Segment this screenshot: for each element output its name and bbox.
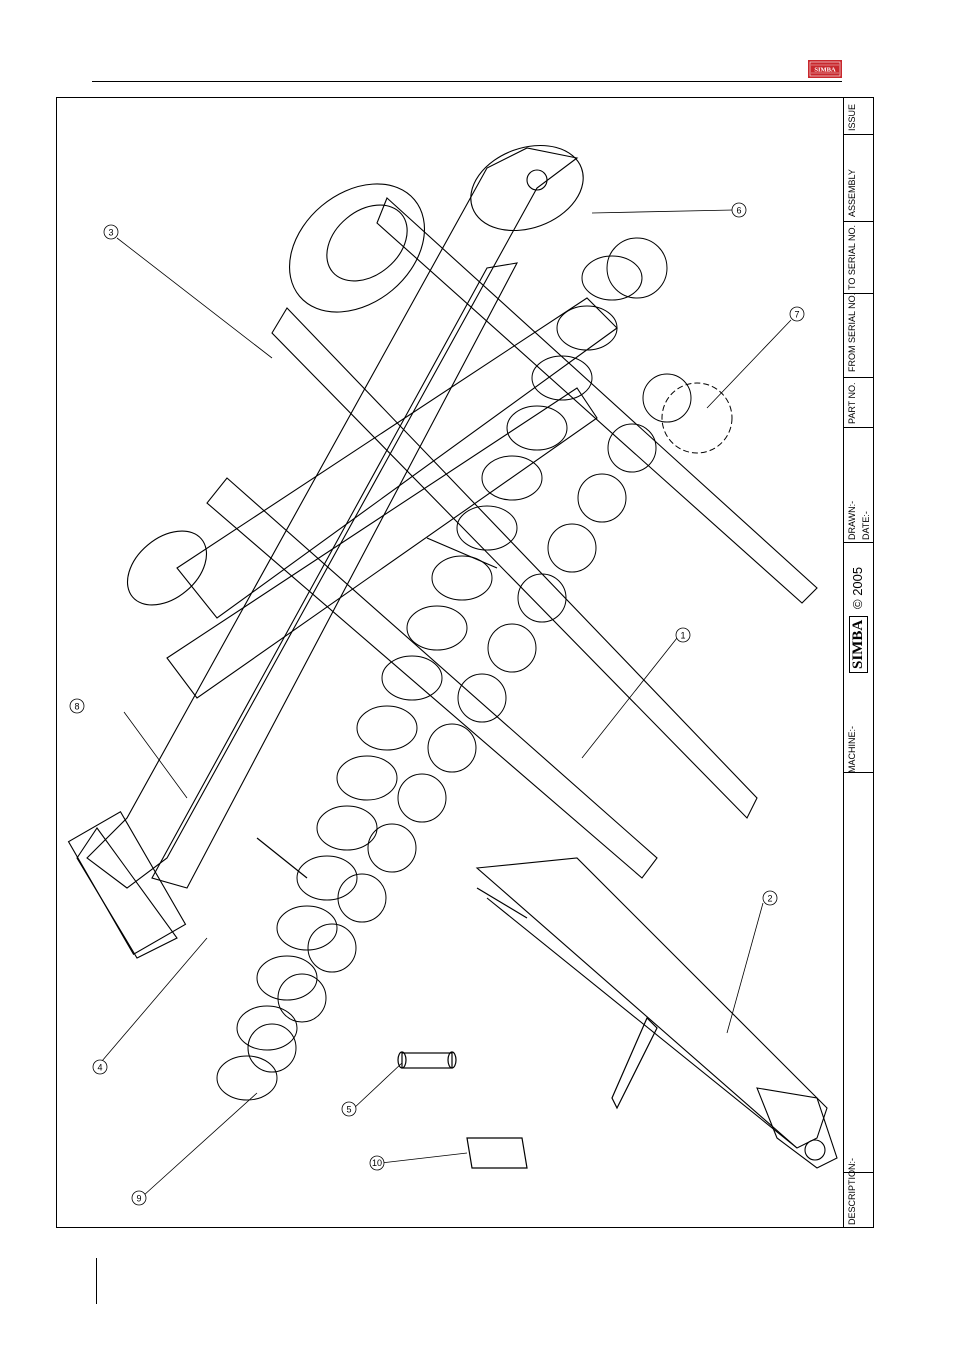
callout-6: 6 xyxy=(736,206,741,216)
assembly-label: ASSEMBLY xyxy=(847,169,857,217)
date-label: DATE:- xyxy=(861,511,871,540)
copyright-text: © 2005 xyxy=(850,567,865,609)
drawn-date-cell: DRAWN:- DATE:- xyxy=(844,428,874,543)
issue-label: ISSUE xyxy=(847,104,857,131)
callout-7: 7 xyxy=(794,310,799,320)
company-logo-text: SIMBA xyxy=(849,616,868,673)
part-no-label: PART NO. xyxy=(847,382,857,424)
callout-4: 4 xyxy=(97,1063,102,1073)
assembly-cell: ASSEMBLY xyxy=(844,135,874,222)
issue-cell: ISSUE xyxy=(844,98,874,135)
callout-8: 8 xyxy=(74,702,79,712)
part-no-cell: PART NO. xyxy=(844,378,874,428)
simba-logo: SIMBA xyxy=(808,60,842,78)
to-serial-label: TO SERIAL NO. xyxy=(847,225,857,290)
callout-2: 2 xyxy=(767,894,772,904)
callout-1: 1 xyxy=(680,631,685,641)
description-cell: DESCRIPTION:- xyxy=(844,1173,874,1227)
callout-3: 3 xyxy=(108,228,113,238)
description-label: DESCRIPTION:- xyxy=(847,1158,857,1225)
callout-9: 9 xyxy=(136,1194,141,1204)
from-serial-label: FROM SERIAL NO. xyxy=(847,293,857,372)
drawn-label: DRAWN:- xyxy=(847,501,857,540)
machine-label: MACHINE:- xyxy=(847,726,857,773)
logo-text: SIMBA xyxy=(814,66,836,73)
machine-cell: MACHINE:- xyxy=(844,773,874,1173)
callout-10: 10 xyxy=(372,1158,382,1168)
from-serial-cell: FROM SERIAL NO. xyxy=(844,294,874,378)
to-serial-cell: TO SERIAL NO. xyxy=(844,222,874,294)
title-block: ISSUE ASSEMBLY TO SERIAL NO. FROM SERIAL… xyxy=(843,98,874,1227)
drawing-frame: 3 8 4 5 10 9 6 7 1 2 ISSUE ASSEMBLY TO S… xyxy=(56,97,874,1228)
exploded-assembly-drawing: 3 8 4 5 10 9 6 7 1 2 xyxy=(57,98,875,1229)
callout-5: 5 xyxy=(346,1105,351,1115)
header-rule xyxy=(92,81,842,82)
footer-rule xyxy=(96,1258,97,1304)
